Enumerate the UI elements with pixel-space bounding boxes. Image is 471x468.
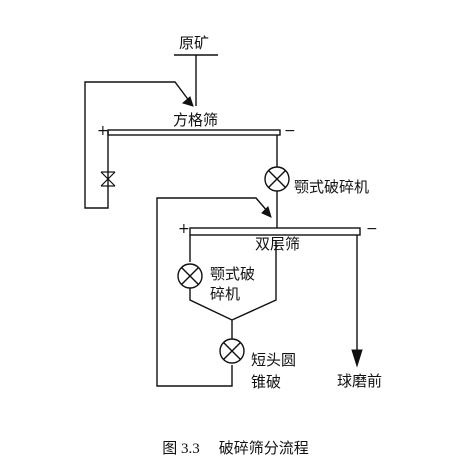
raw-ore-label: 原矿 xyxy=(179,34,210,52)
square-screen-deck xyxy=(107,129,281,136)
ball-mill-front-label: 球磨前 xyxy=(337,372,383,390)
figure-number: 图 3.3 xyxy=(162,441,200,457)
jaw-crusher-2-label-line2: 碎机 xyxy=(210,285,241,303)
return-loop-1-line xyxy=(84,81,191,209)
double-deck-screen-label: 双层筛 xyxy=(255,235,301,253)
double-deck-screen-upper xyxy=(189,227,361,236)
square-screen-plus-sign: + xyxy=(97,123,109,139)
product-arrow-icon xyxy=(351,349,363,368)
gate-valve-icon xyxy=(100,171,116,187)
square-screen-label: 方格筛 xyxy=(173,111,219,129)
jaw-crusher-1-label: 颚式破碎机 xyxy=(294,178,370,196)
jaw-crusher-2-label-line1: 颚式破 xyxy=(210,265,256,283)
square-screen-minus-sign: − xyxy=(284,123,296,139)
jaw-crusher-1-icon xyxy=(264,166,290,192)
return-arrow-2-icon xyxy=(261,206,272,218)
double-deck-plus-sign: + xyxy=(178,221,190,237)
return-arrow-1-icon xyxy=(181,96,194,107)
short-head-cone-label-line2: 锥破 xyxy=(251,373,282,391)
figure-caption: 图 3.3 破碎筛分流程 xyxy=(0,437,471,458)
figure-title: 破碎筛分流程 xyxy=(218,439,309,457)
return-loop-2-line xyxy=(156,197,269,387)
jaw-crusher-2-icon xyxy=(177,263,203,289)
double-deck-minus-sign: − xyxy=(366,221,378,237)
short-head-cone-label-line1: 短头圆 xyxy=(251,351,297,369)
short-head-cone-crusher-icon xyxy=(219,338,245,364)
